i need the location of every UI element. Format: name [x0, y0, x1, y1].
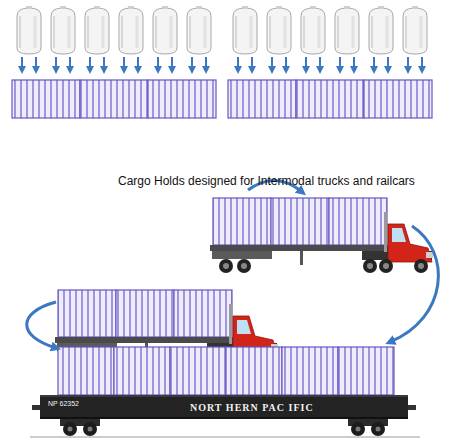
- cargo-hold-row: [12, 80, 432, 118]
- tank-row: [17, 6, 427, 70]
- car-number: NP 62352: [48, 400, 79, 408]
- truck: [210, 198, 433, 273]
- railcar-holds: [58, 347, 394, 395]
- railroad-name: NORT HERN PAC IFIC: [190, 402, 314, 413]
- railcar-body: NP 62352 NORT HERN PAC IFIC: [40, 395, 408, 419]
- transfer-arrows: [27, 180, 439, 348]
- section-title: Cargo Holds designed for Intermodal truc…: [118, 174, 448, 188]
